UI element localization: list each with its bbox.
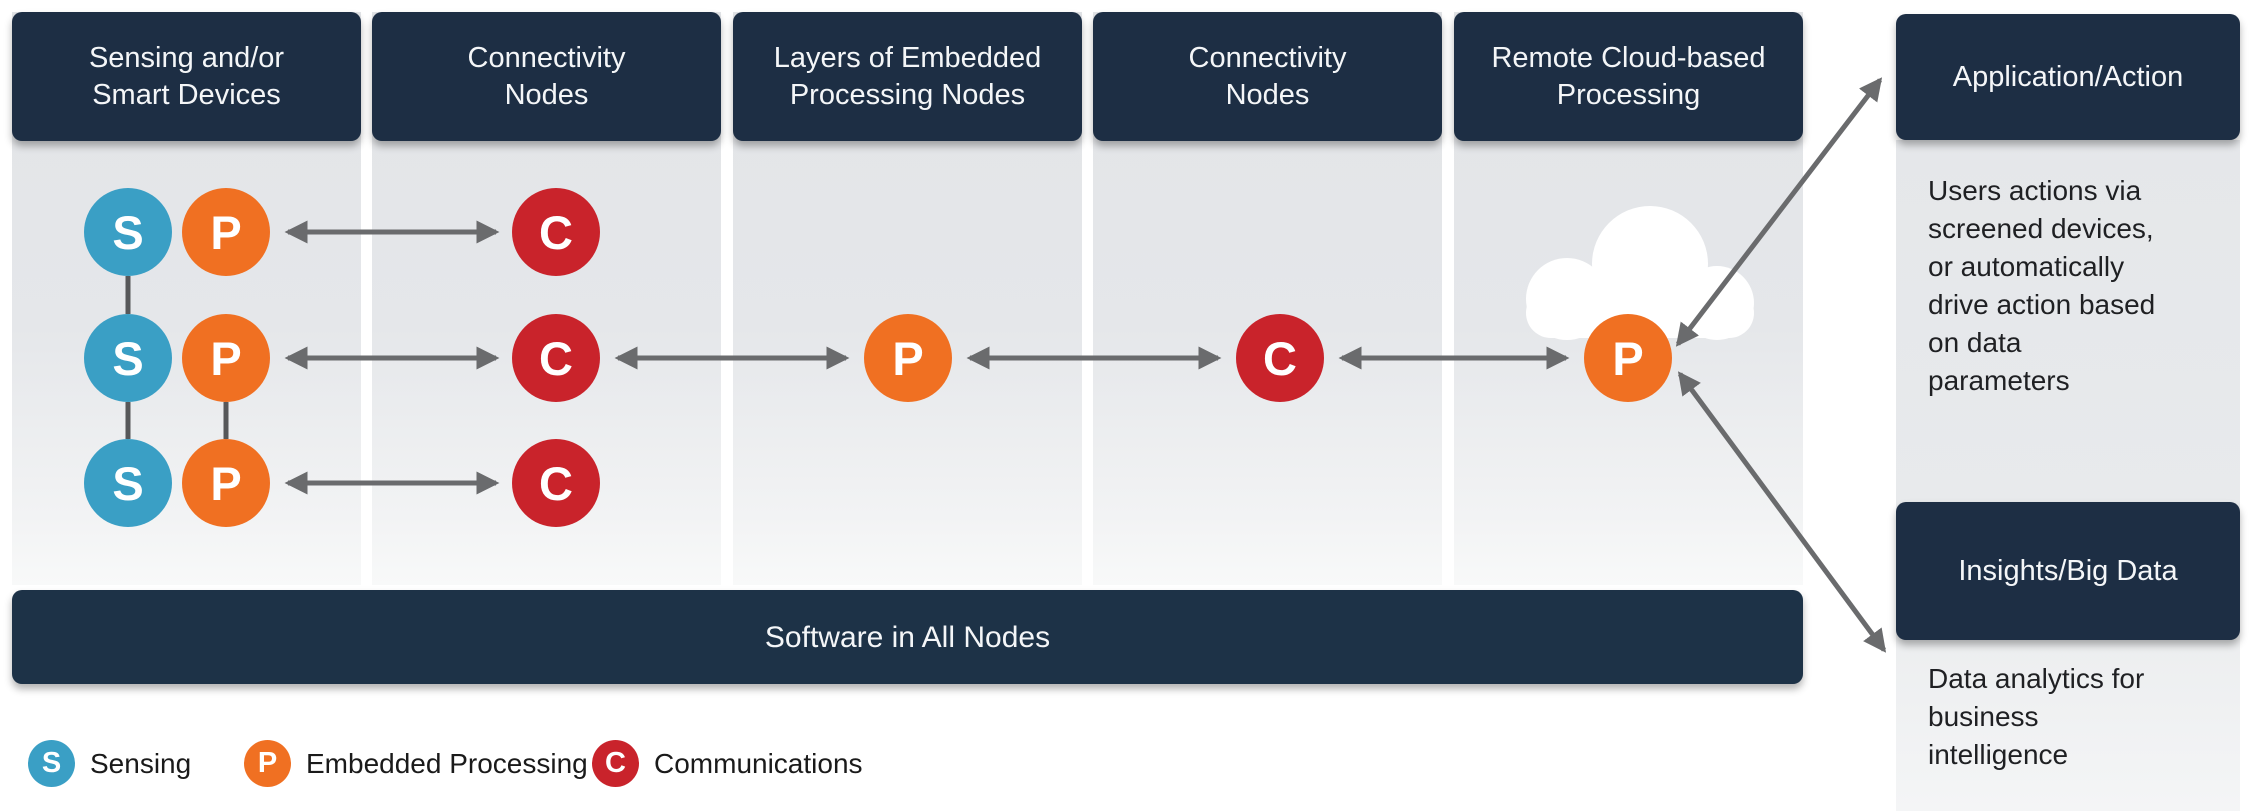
node-processing-3: P: [182, 439, 270, 527]
node-connector-lines: [125, 276, 229, 439]
embedded-processing-legend-icon: P: [244, 740, 291, 787]
node-communications-4: C: [1236, 314, 1324, 402]
node-sensing-3: S: [84, 439, 172, 527]
node-cloud-processing: P: [1584, 314, 1672, 402]
application-action-header: Application/Action: [1896, 14, 2240, 140]
column-title: Connectivity Nodes: [467, 41, 626, 111]
column-header-remote-cloud: Remote Cloud-based Processing: [1454, 12, 1803, 141]
column-header-sensing-devices: Sensing and/or Smart Devices: [12, 12, 361, 141]
node-communications-2: C: [512, 314, 600, 402]
node-processing-2: P: [182, 314, 270, 402]
communications-legend-icon: C: [592, 740, 639, 787]
software-in-all-nodes-bar: Software in All Nodes: [12, 590, 1803, 684]
column-header-connectivity-1: Connectivity Nodes: [372, 12, 721, 141]
legend-item-sensing: S Sensing: [28, 740, 191, 787]
insights-big-data-description: Data analytics for business intelligence: [1928, 663, 2145, 770]
application-action-description: Users actions via screened devices, or a…: [1928, 175, 2156, 396]
legend-item-embedded-processing: P Embedded Processing: [244, 740, 588, 787]
node-sensing-1: S: [84, 188, 172, 276]
legend-label-embedded-processing: Embedded Processing: [306, 747, 588, 779]
node-sensing-2: S: [84, 314, 172, 402]
arrow-cloud-to-application: [1675, 77, 1883, 347]
legend-item-communications: C Communications: [592, 740, 863, 787]
insights-big-data-title: Insights/Big Data: [1958, 554, 2178, 587]
legend-label-sensing: Sensing: [90, 747, 192, 779]
sensing-legend-icon: S: [28, 740, 75, 787]
right-panel-background: [1896, 140, 2240, 811]
node-communications-3: C: [512, 439, 600, 527]
software-bar-label: Software in All Nodes: [764, 620, 1051, 654]
flow-arrows: [284, 77, 1887, 653]
column-title: Layers of Embedded Processing Nodes: [773, 41, 1042, 111]
arrow-cloud-to-insights: [1677, 371, 1887, 653]
column-title: Connectivity Nodes: [1188, 41, 1347, 111]
column-title: Sensing and/or Smart Devices: [88, 41, 285, 111]
legend-label-communications: Communications: [654, 747, 863, 779]
node-communications-1: C: [512, 188, 600, 276]
node-embedded-processing: P: [864, 314, 952, 402]
column-title: Remote Cloud-based Processing: [1491, 41, 1766, 111]
column-header-connectivity-2: Connectivity Nodes: [1093, 12, 1442, 141]
insights-big-data-header: Insights/Big Data: [1896, 502, 2240, 640]
application-action-title: Application/Action: [1952, 60, 2184, 93]
column-header-embedded-processing: Layers of Embedded Processing Nodes: [733, 12, 1082, 141]
node-processing-1: P: [182, 188, 270, 276]
